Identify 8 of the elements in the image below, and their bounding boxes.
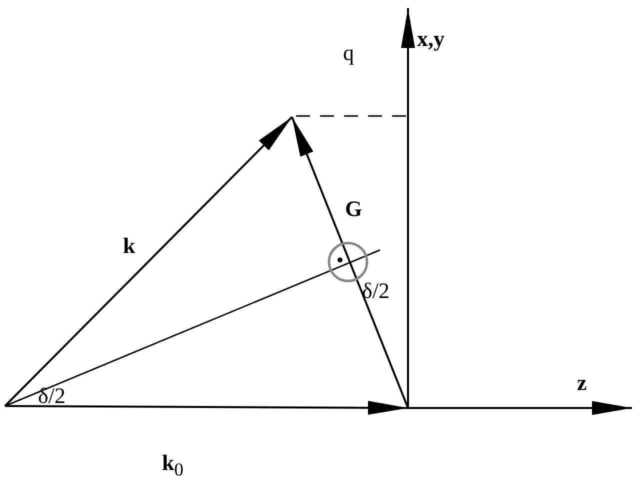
vector-label: k$_{0}$ (162, 452, 184, 479)
axis-label: x,y (417, 28, 444, 50)
angle-label: δ/2 (362, 280, 390, 302)
vector-label: k (123, 235, 136, 257)
vector-label: G (345, 198, 362, 220)
angle-label: δ/2 (38, 385, 66, 407)
vector-label: q (343, 42, 354, 64)
axis-label: z (577, 372, 587, 394)
